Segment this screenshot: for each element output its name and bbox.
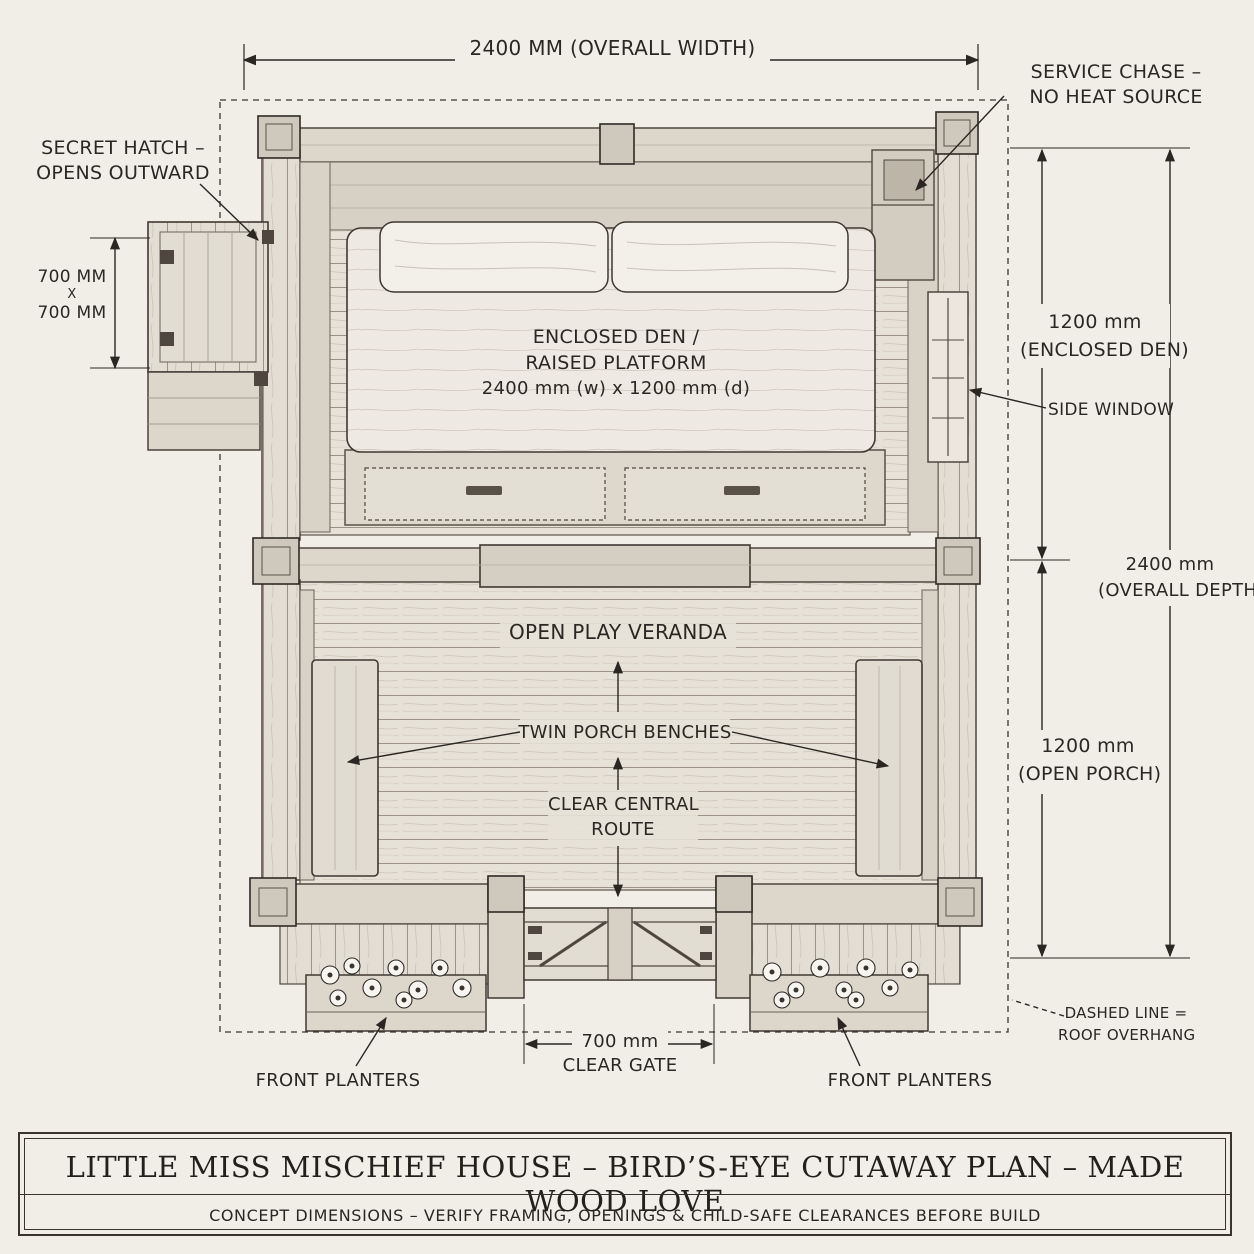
secret-hatch-line-2: opens outward xyxy=(36,162,210,184)
pillow-right xyxy=(611,221,849,293)
enclosed-den-label: enclosed den / raised platform 2400 mm (… xyxy=(456,324,776,402)
gate-width-label: 700 mm clear gate xyxy=(562,1030,678,1078)
side-window-leader xyxy=(968,387,1047,409)
pillow-left xyxy=(379,221,609,293)
porch-bench-left xyxy=(311,659,379,877)
service-chase-line-2: no heat source xyxy=(1029,86,1203,108)
planter-left xyxy=(305,957,487,1032)
back-wall-inner xyxy=(329,161,881,231)
roof-overhang-line-1: dashed line = xyxy=(1064,1004,1188,1022)
planter-left-leader xyxy=(355,1016,387,1067)
service-chase-leader xyxy=(915,95,1005,191)
front-planters-left-label: front planters xyxy=(250,1068,426,1093)
front-planters-right-text: front planters xyxy=(827,1070,993,1091)
title-divider xyxy=(20,1194,1230,1195)
bench-left-leader xyxy=(346,731,521,766)
drawing-subtitle: Concept dimensions – verify framing, ope… xyxy=(209,1206,1041,1225)
side-window-label: side window xyxy=(1048,398,1174,423)
side-window-text: side window xyxy=(1048,400,1175,420)
den-depth-line-2: (enclosed den) xyxy=(1020,339,1189,361)
overall-width-label: 2400 mm (overall width) xyxy=(460,36,765,61)
enclosed-den-line-3: 2400 mm (w) x 1200 mm (d) xyxy=(481,378,751,399)
roof-overhang-label: dashed line = roof overhang xyxy=(1058,1002,1196,1046)
service-chase-line-1: service chase – xyxy=(1030,61,1202,83)
den-depth-line-1: 1200 mm xyxy=(1048,311,1142,333)
front-wall-right xyxy=(729,883,961,925)
corner-posts xyxy=(249,111,983,927)
secret-hatch-leader xyxy=(199,183,259,241)
bench-right-leader xyxy=(731,731,890,769)
planter-right-leader xyxy=(837,1016,861,1067)
twin-porch-benches-text: twin porch benches xyxy=(518,722,732,743)
hatch-size-label: 700 mm x 700 mm xyxy=(32,266,112,324)
secret-hatch xyxy=(147,221,274,451)
twin-porch-benches-label: twin porch benches xyxy=(518,720,732,745)
porch-depth-line-2: (open porch) xyxy=(1018,763,1162,785)
front-planters-right-label: front planters xyxy=(822,1068,998,1093)
enclosed-den-line-1: enclosed den / xyxy=(532,326,700,348)
right-wall-porch xyxy=(937,579,977,881)
enclosed-den-line-2: raised platform xyxy=(525,352,707,374)
open-play-veranda-text: open play veranda xyxy=(508,620,727,644)
clear-central-route-label: clear central route xyxy=(548,792,699,842)
secret-hatch-line-1: secret hatch – xyxy=(41,137,205,159)
left-wall-porch xyxy=(261,579,301,881)
den-depth-label: 1200 mm (enclosed den) xyxy=(1020,308,1189,364)
overhang-leader xyxy=(1011,999,1065,1017)
porch-depth-line-1: 1200 mm xyxy=(1041,735,1135,757)
gate-width-line-2: clear gate xyxy=(562,1055,678,1076)
overall-depth-line-2: (overall depth) xyxy=(1098,580,1254,601)
overall-width-text: 2400 mm (overall width) xyxy=(469,36,756,60)
drawing-title: Little Miss Mischief House – Bird’s-Eye … xyxy=(65,1150,1185,1218)
title-block-inner-border xyxy=(24,1138,1226,1230)
roof-overhang-line-2: roof overhang xyxy=(1058,1026,1196,1044)
secret-hatch-label: secret hatch – opens outward xyxy=(30,136,216,186)
porch-depth-label: 1200 mm (open porch) xyxy=(1018,732,1162,788)
front-gate xyxy=(523,907,717,981)
hatch-size-line-3: 700 mm xyxy=(37,303,107,323)
service-chase-label: service chase – no heat source xyxy=(1010,60,1222,110)
mid-beam-header xyxy=(479,544,751,588)
clear-central-route-line-2: route xyxy=(591,819,655,840)
hatch-size-line-1: 700 mm xyxy=(37,267,107,287)
clear-central-route-line-1: clear central xyxy=(548,794,699,815)
title-block: Little Miss Mischief House – Bird’s-Eye … xyxy=(18,1132,1232,1236)
front-planters-left-text: front planters xyxy=(255,1070,421,1091)
overall-depth-line-1: 2400 mm xyxy=(1125,554,1215,575)
open-play-veranda-label: open play veranda xyxy=(500,620,736,645)
porch-bench-right xyxy=(855,659,923,877)
gate-width-line-1: 700 mm xyxy=(581,1031,659,1052)
overall-depth-label: 2400 mm (overall depth) xyxy=(1098,552,1254,604)
front-wall-left xyxy=(279,883,509,925)
hatch-size-line-2: x xyxy=(67,287,77,302)
